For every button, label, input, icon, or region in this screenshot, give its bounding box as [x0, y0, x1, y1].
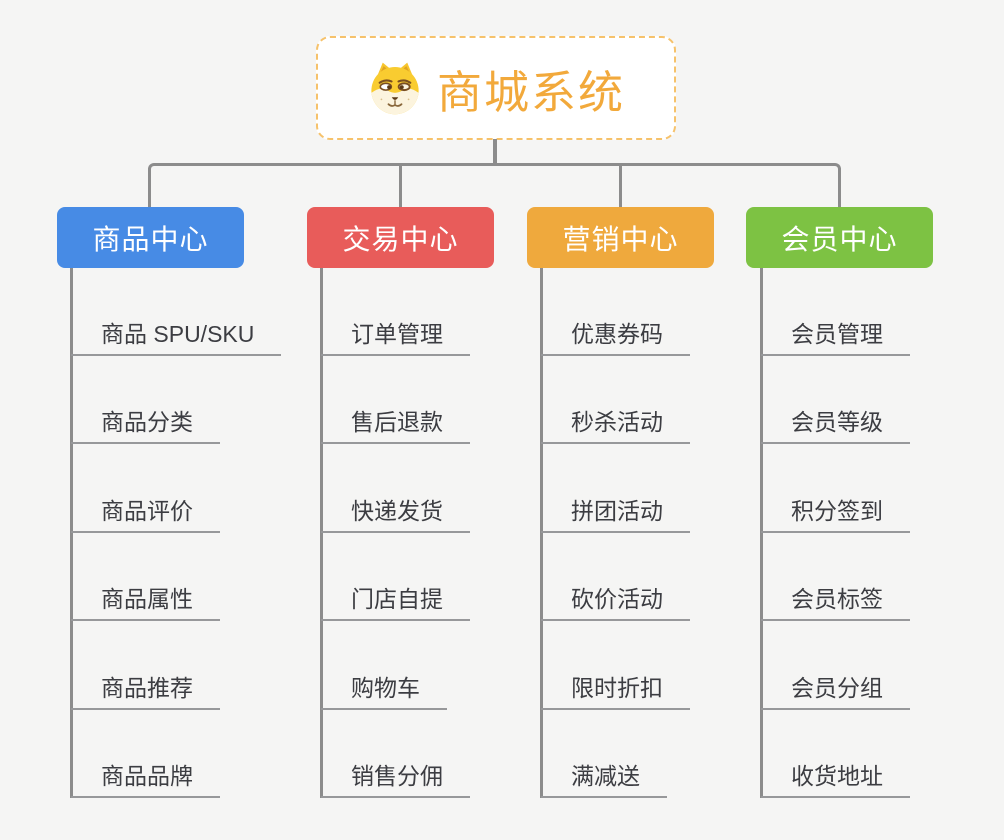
leaf-label: 商品 SPU/SKU — [101, 321, 255, 347]
branch-label: 会员中心 — [781, 223, 898, 255]
branch-3-drop-connector — [619, 164, 622, 208]
leaf-node[interactable]: 商品 SPU/SKU — [71, 310, 282, 356]
leaf-node[interactable]: 商品评价 — [71, 487, 220, 533]
leaf-node[interactable]: 商品属性 — [71, 575, 220, 621]
leaf-node[interactable]: 优惠券码 — [541, 310, 690, 356]
leaf-label: 购物车 — [351, 675, 420, 701]
branch-bracket-connector — [148, 163, 841, 208]
leaf-label: 会员管理 — [791, 321, 883, 347]
leaf-label: 限时折扣 — [571, 675, 663, 701]
leaf-node[interactable]: 商品分类 — [71, 398, 220, 444]
leaf-label: 订单管理 — [351, 321, 443, 347]
leaf-label: 秒杀活动 — [571, 409, 663, 435]
leaf-node[interactable]: 快递发货 — [321, 487, 470, 533]
branch-node[interactable]: 交易中心 — [307, 207, 494, 268]
leaf-node[interactable]: 会员分组 — [761, 664, 910, 710]
branch-2-drop-connector — [399, 164, 402, 208]
leaf-label: 砍价活动 — [571, 586, 663, 612]
leaf-node[interactable]: 订单管理 — [321, 310, 470, 356]
leaf-label: 满减送 — [571, 763, 640, 789]
root-stem-connector — [493, 139, 497, 165]
leaf-node[interactable]: 销售分佣 — [321, 752, 470, 798]
leaf-label: 快递发货 — [351, 498, 443, 524]
leaf-node[interactable]: 会员标签 — [761, 575, 910, 621]
leaf-label: 销售分佣 — [351, 763, 443, 789]
leaf-node[interactable]: 限时折扣 — [541, 664, 690, 710]
leaf-node[interactable]: 秒杀活动 — [541, 398, 690, 444]
leaf-node[interactable]: 会员管理 — [761, 310, 910, 356]
leaf-node[interactable]: 砍价活动 — [541, 575, 690, 621]
branch-node[interactable]: 营销中心 — [527, 207, 714, 268]
leaf-node[interactable]: 购物车 — [321, 664, 447, 710]
branch-label: 交易中心 — [342, 223, 459, 255]
leaf-label: 拼团活动 — [571, 498, 663, 524]
leaf-label: 商品属性 — [101, 586, 193, 612]
leaf-node[interactable]: 积分签到 — [761, 487, 910, 533]
branch-label: 营销中心 — [562, 223, 679, 255]
leaf-label: 商品评价 — [101, 498, 193, 524]
leaf-node[interactable]: 商品品牌 — [71, 752, 220, 798]
branch-label: 商品中心 — [92, 223, 209, 255]
leaf-node[interactable]: 会员等级 — [761, 398, 910, 444]
branch-children-connector — [540, 268, 543, 798]
leaf-node[interactable]: 售后退款 — [321, 398, 470, 444]
leaf-node[interactable]: 收货地址 — [761, 752, 910, 798]
root-title: 商城系统 — [436, 66, 625, 118]
leaf-label: 收货地址 — [791, 763, 883, 789]
leaf-node[interactable]: 商品推荐 — [71, 664, 220, 710]
branch-node[interactable]: 会员中心 — [746, 207, 933, 268]
root-node[interactable]: 商城系统 — [316, 36, 676, 140]
leaf-label: 会员等级 — [791, 409, 883, 435]
leaf-label: 会员标签 — [791, 586, 883, 612]
doge-icon — [371, 62, 419, 115]
branch-children-connector — [320, 268, 323, 798]
leaf-label: 门店自提 — [351, 586, 443, 612]
leaf-label: 商品分类 — [101, 409, 193, 435]
leaf-label: 商品品牌 — [101, 763, 193, 789]
leaf-label: 积分签到 — [791, 498, 883, 524]
branch-children-connector — [70, 268, 73, 798]
branch-node[interactable]: 商品中心 — [57, 207, 244, 268]
leaf-label: 售后退款 — [351, 409, 443, 435]
leaf-node[interactable]: 门店自提 — [321, 575, 470, 621]
branch-children-connector — [760, 268, 763, 798]
leaf-label: 会员分组 — [791, 675, 883, 701]
leaf-label: 优惠券码 — [571, 321, 663, 347]
leaf-node[interactable]: 拼团活动 — [541, 487, 690, 533]
leaf-node[interactable]: 满减送 — [541, 752, 667, 798]
leaf-label: 商品推荐 — [101, 675, 193, 701]
